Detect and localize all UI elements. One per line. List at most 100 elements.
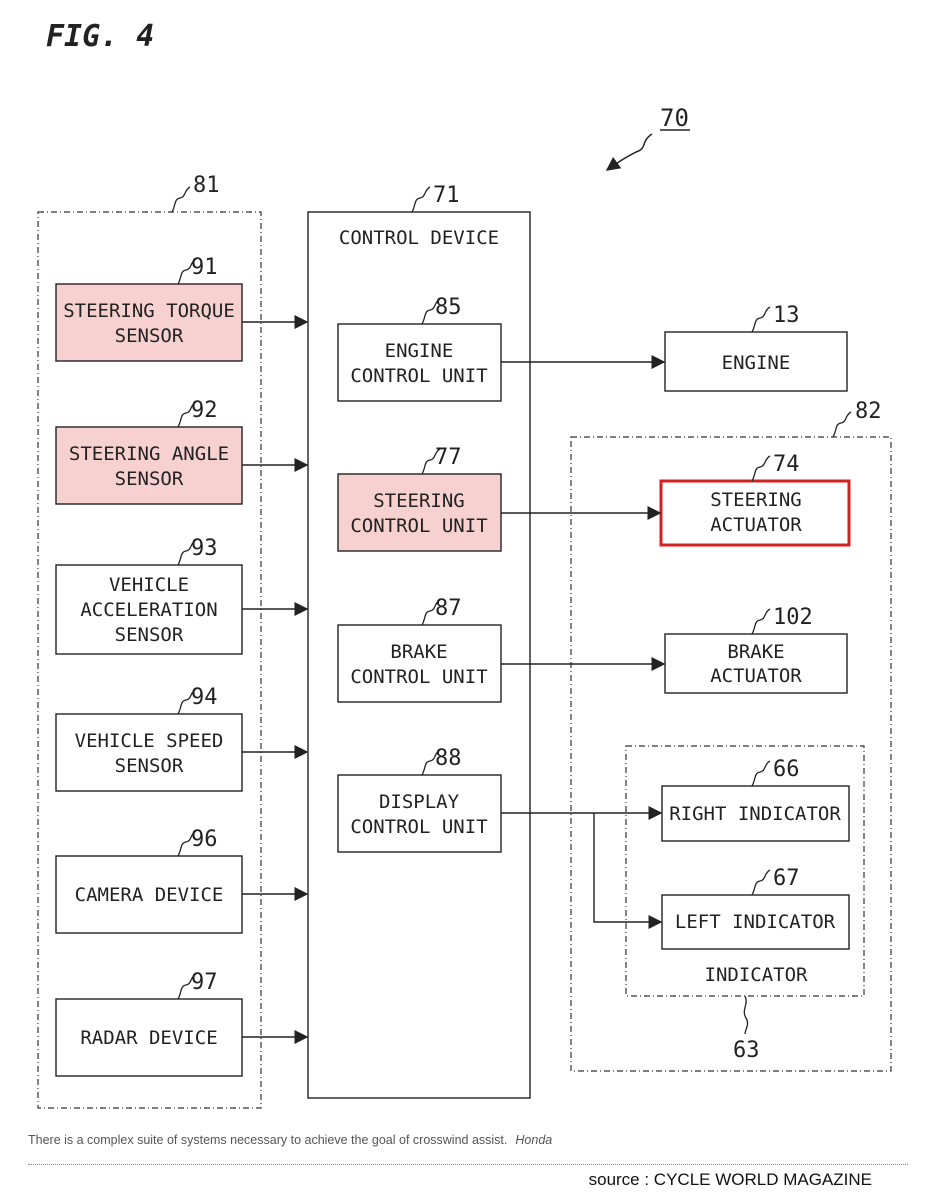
output-label-line2: ACTUATOR (710, 514, 802, 536)
sensor-label-line1: STEERING ANGLE (69, 443, 229, 465)
ref-leader (177, 973, 197, 1000)
output-box-emphasized (659, 479, 851, 547)
figure-title: FIG. 4 (46, 19, 154, 54)
sensor-steering-torque: STEERING TORQUE SENSOR 91 (55, 255, 243, 362)
sensor-label-line1: VEHICLE (109, 574, 189, 596)
ref-leader (421, 749, 441, 776)
output-engine: ENGINE 13 (664, 303, 848, 392)
actuator-group: 82 (570, 399, 892, 1072)
output-ref: 66 (773, 757, 800, 782)
sensor-vehicle-speed: VEHICLE SPEED SENSOR 94 (55, 685, 243, 792)
indicator-group-label: INDICATOR (705, 964, 809, 986)
output-brake-actuator: BRAKE ACTUATOR 102 (664, 605, 848, 694)
sensor-label-line1: STEERING TORQUE (63, 300, 235, 322)
sensor-label-line3: SENSOR (115, 624, 184, 646)
unit-brake-control: BRAKE CONTROL UNIT 87 (337, 596, 502, 703)
unit-box (337, 473, 502, 552)
output-ref: 13 (773, 303, 800, 328)
control-device-group: CONTROL DEVICE 71 (307, 183, 531, 1099)
sensor-steering-angle: STEERING ANGLE SENSOR 92 (55, 398, 243, 505)
ref-leader (751, 869, 771, 896)
sensor-label-line1: VEHICLE SPEED (75, 730, 224, 752)
actuator-group-leader (832, 411, 852, 438)
ref-leader (751, 760, 771, 787)
unit-box (337, 774, 502, 853)
output-ref: 74 (773, 452, 800, 477)
ref-leader (177, 830, 197, 857)
arrow-display-unit-to-left-indicator (593, 813, 663, 929)
unit-label-line2: CONTROL UNIT (350, 515, 487, 537)
unit-ref: 85 (435, 295, 462, 320)
ref-leader (421, 599, 441, 626)
sensor-ref: 96 (191, 827, 218, 852)
ref-leader (421, 298, 441, 325)
sensor-label-line2: ACCELERATION (80, 599, 217, 621)
caption-divider (28, 1164, 908, 1165)
sensor-box (55, 564, 243, 655)
indicator-group-leader (743, 995, 749, 1035)
output-left-indicator: LEFT INDICATOR 67 (661, 866, 850, 950)
control-device-label: CONTROL DEVICE (339, 227, 499, 249)
ref-leader (751, 306, 771, 333)
unit-label-line1: DISPLAY (379, 791, 460, 813)
sensor-radar-device: RADAR DEVICE 97 (55, 970, 243, 1077)
indicator-group-frame (625, 745, 865, 997)
sensor-box (55, 283, 243, 362)
unit-label-line2: CONTROL UNIT (350, 816, 487, 838)
sensor-ref: 92 (191, 398, 218, 423)
sensor-ref: 94 (191, 685, 218, 710)
indicator-group-ref: 63 (733, 1038, 760, 1063)
output-label-line1: STEERING (710, 489, 802, 511)
ref-leader (177, 258, 197, 285)
system-ref-number: 70 (660, 104, 689, 132)
output-ref: 67 (773, 866, 800, 891)
sensor-group-ref: 81 (193, 173, 220, 198)
sensor-group: 81 (37, 173, 262, 1109)
unit-engine-control: ENGINE CONTROL UNIT 85 (337, 295, 502, 402)
sensor-ref: 97 (191, 970, 218, 995)
output-label-line1: RIGHT INDICATOR (669, 803, 841, 825)
sensor-box (55, 855, 243, 934)
system-reference: 70 (605, 104, 690, 171)
ref-leader (751, 608, 771, 635)
unit-label-line1: BRAKE (390, 641, 447, 663)
output-right-indicator: RIGHT INDICATOR 66 (661, 757, 850, 842)
system-ref-arrow (605, 133, 653, 171)
sensor-ref: 91 (191, 255, 218, 280)
ref-leader (421, 448, 441, 475)
figure-caption: There is a complex suite of systems nece… (28, 1133, 908, 1147)
ref-leader (751, 455, 771, 482)
unit-box (337, 624, 502, 703)
control-device-frame (307, 211, 531, 1099)
sensor-group-leader (171, 186, 191, 213)
connection-arrows (242, 315, 666, 1044)
ref-leader (177, 688, 197, 715)
output-box (661, 785, 850, 842)
unit-label-line2: CONTROL UNIT (350, 666, 487, 688)
actuator-group-frame (570, 436, 892, 1072)
caption-credit: Honda (515, 1133, 553, 1147)
sensor-ref: 93 (191, 536, 218, 561)
actuator-group-ref: 82 (855, 399, 882, 424)
unit-ref: 87 (435, 596, 462, 621)
unit-label-line1: STEERING (373, 490, 465, 512)
control-device-leader (411, 186, 431, 213)
indicator-group: INDICATOR 63 (625, 745, 865, 1063)
sensor-vehicle-acceleration: VEHICLE ACCELERATION SENSOR 93 (55, 536, 243, 655)
output-label-line1: LEFT INDICATOR (675, 911, 836, 933)
sensor-label-line2: SENSOR (115, 468, 184, 490)
sensor-group-frame (37, 211, 262, 1109)
sensor-label-line1: CAMERA DEVICE (75, 884, 224, 906)
output-ref: 102 (773, 605, 813, 630)
ref-leader (177, 539, 197, 566)
unit-steering-control: STEERING CONTROL UNIT 77 (337, 445, 502, 552)
output-label-line2: ACTUATOR (710, 665, 802, 687)
output-steering-actuator: STEERING ACTUATOR 74 (659, 452, 851, 547)
control-device-ref: 71 (433, 183, 460, 208)
unit-box (337, 323, 502, 402)
caption-text: There is a complex suite of systems nece… (28, 1133, 508, 1147)
sensor-box (55, 713, 243, 792)
unit-label-line2: CONTROL UNIT (350, 365, 487, 387)
unit-display-control: DISPLAY CONTROL UNIT 88 (337, 746, 502, 853)
